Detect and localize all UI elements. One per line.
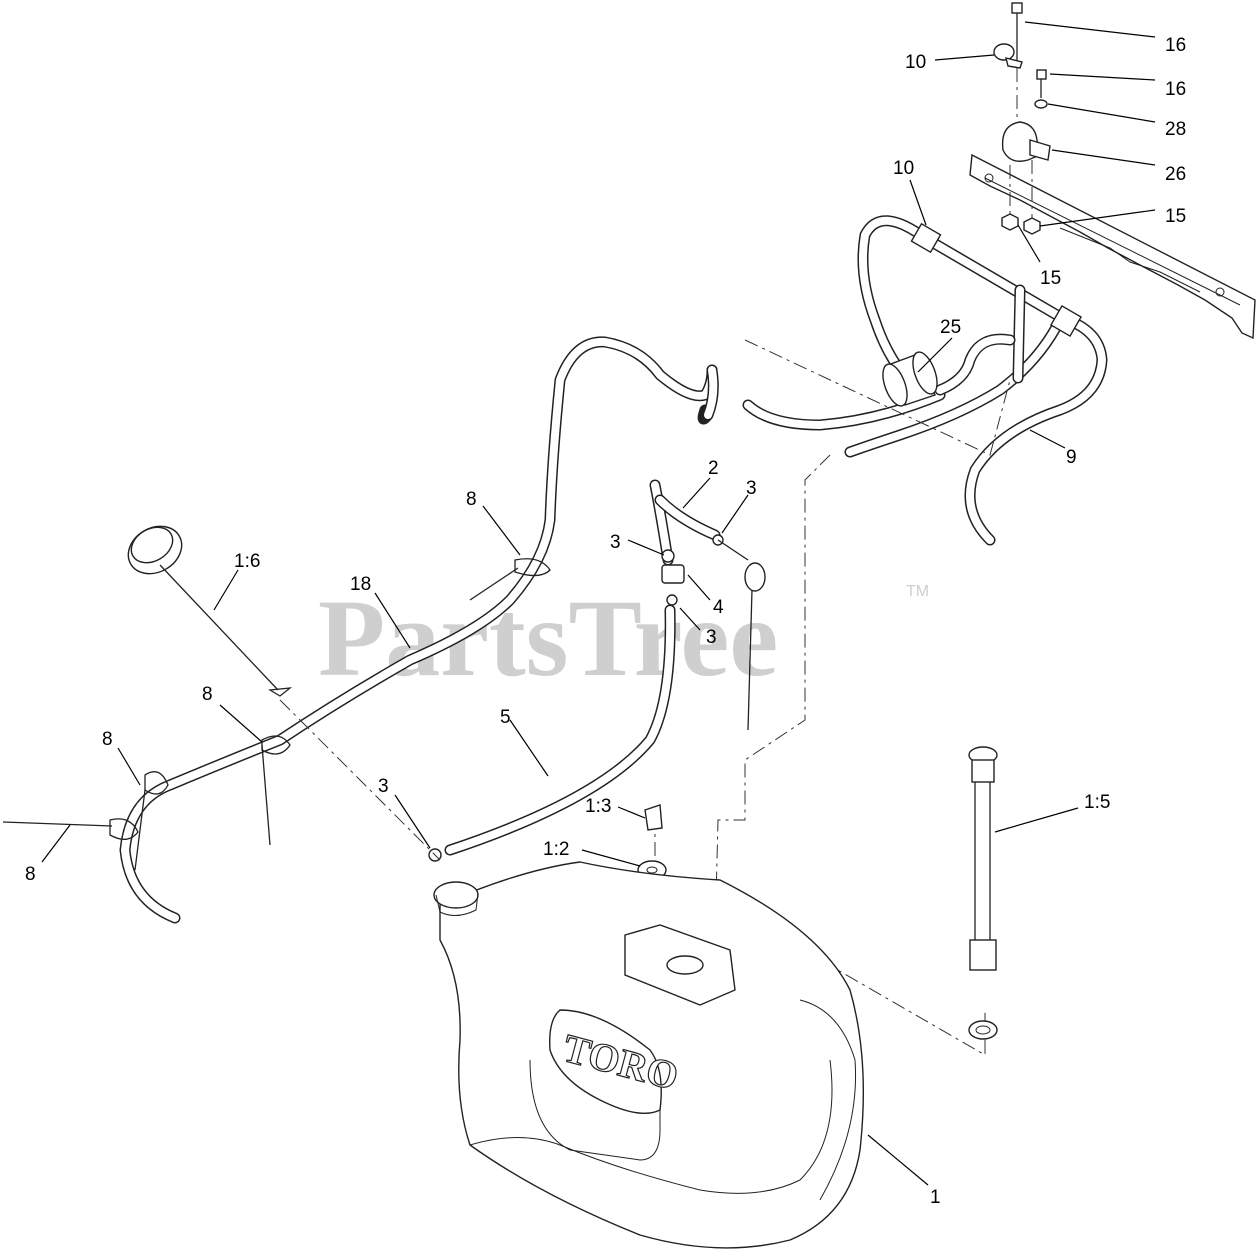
callout-1: 1 [930,1187,941,1208]
mounting-bracket [969,153,1256,340]
callout-25: 25 [940,317,961,338]
hose-clamp-26 [1001,121,1051,162]
hoses-2-4-5 [428,479,766,862]
fuel-cap-with-rod [127,525,293,697]
callout-3-left: 3 [610,532,621,553]
callout-2: 2 [708,458,719,479]
callout-10-top: 10 [905,52,926,73]
watermark-trademark: TM [906,583,929,600]
fuel-hose-18 [119,336,719,924]
fuel-sender-unit [968,746,998,1040]
callout-16-second: 16 [1165,79,1186,100]
callout-3-bottom: 3 [378,776,389,797]
zip-ties [2,558,551,871]
fuel-filter [882,351,938,407]
callout-4: 4 [713,597,724,618]
hose-clamp-10 [993,43,1023,69]
bolts-and-nuts [1001,2,1048,235]
callout-8-left: 8 [102,729,113,750]
callout-5: 5 [500,707,511,728]
callout-1-2: 1:2 [543,839,569,860]
upper-fuel-hoses [742,215,1108,546]
callout-3-lower: 3 [706,627,717,648]
callout-18: 18 [350,574,371,595]
callout-8-middle: 8 [202,684,213,705]
watermark: PartsTree TM [318,577,929,699]
fuel-tank: TORO [433,861,865,1249]
leader-lines [41,21,1156,1186]
tank-fittings [637,804,667,880]
callout-1-3: 1:3 [585,796,611,817]
callout-15-lower: 15 [1040,268,1061,289]
callout-9: 9 [1066,447,1077,468]
callout-16-top: 16 [1165,35,1186,56]
callout-10-hose: 10 [893,158,914,179]
callout-8-bottom: 8 [25,864,36,885]
callout-26: 26 [1165,164,1186,185]
callout-labels: 16 10 16 28 26 10 15 15 25 9 2 3 3 4 3 8… [25,35,1186,1208]
watermark-text: PartsTree [318,577,778,699]
callout-28: 28 [1165,119,1186,140]
callout-15-right: 15 [1165,206,1186,227]
callout-1-6: 1:6 [234,551,260,572]
callout-3-upper-right: 3 [746,478,757,499]
callout-8-upper: 8 [466,489,477,510]
callout-1-5: 1:5 [1084,792,1110,813]
